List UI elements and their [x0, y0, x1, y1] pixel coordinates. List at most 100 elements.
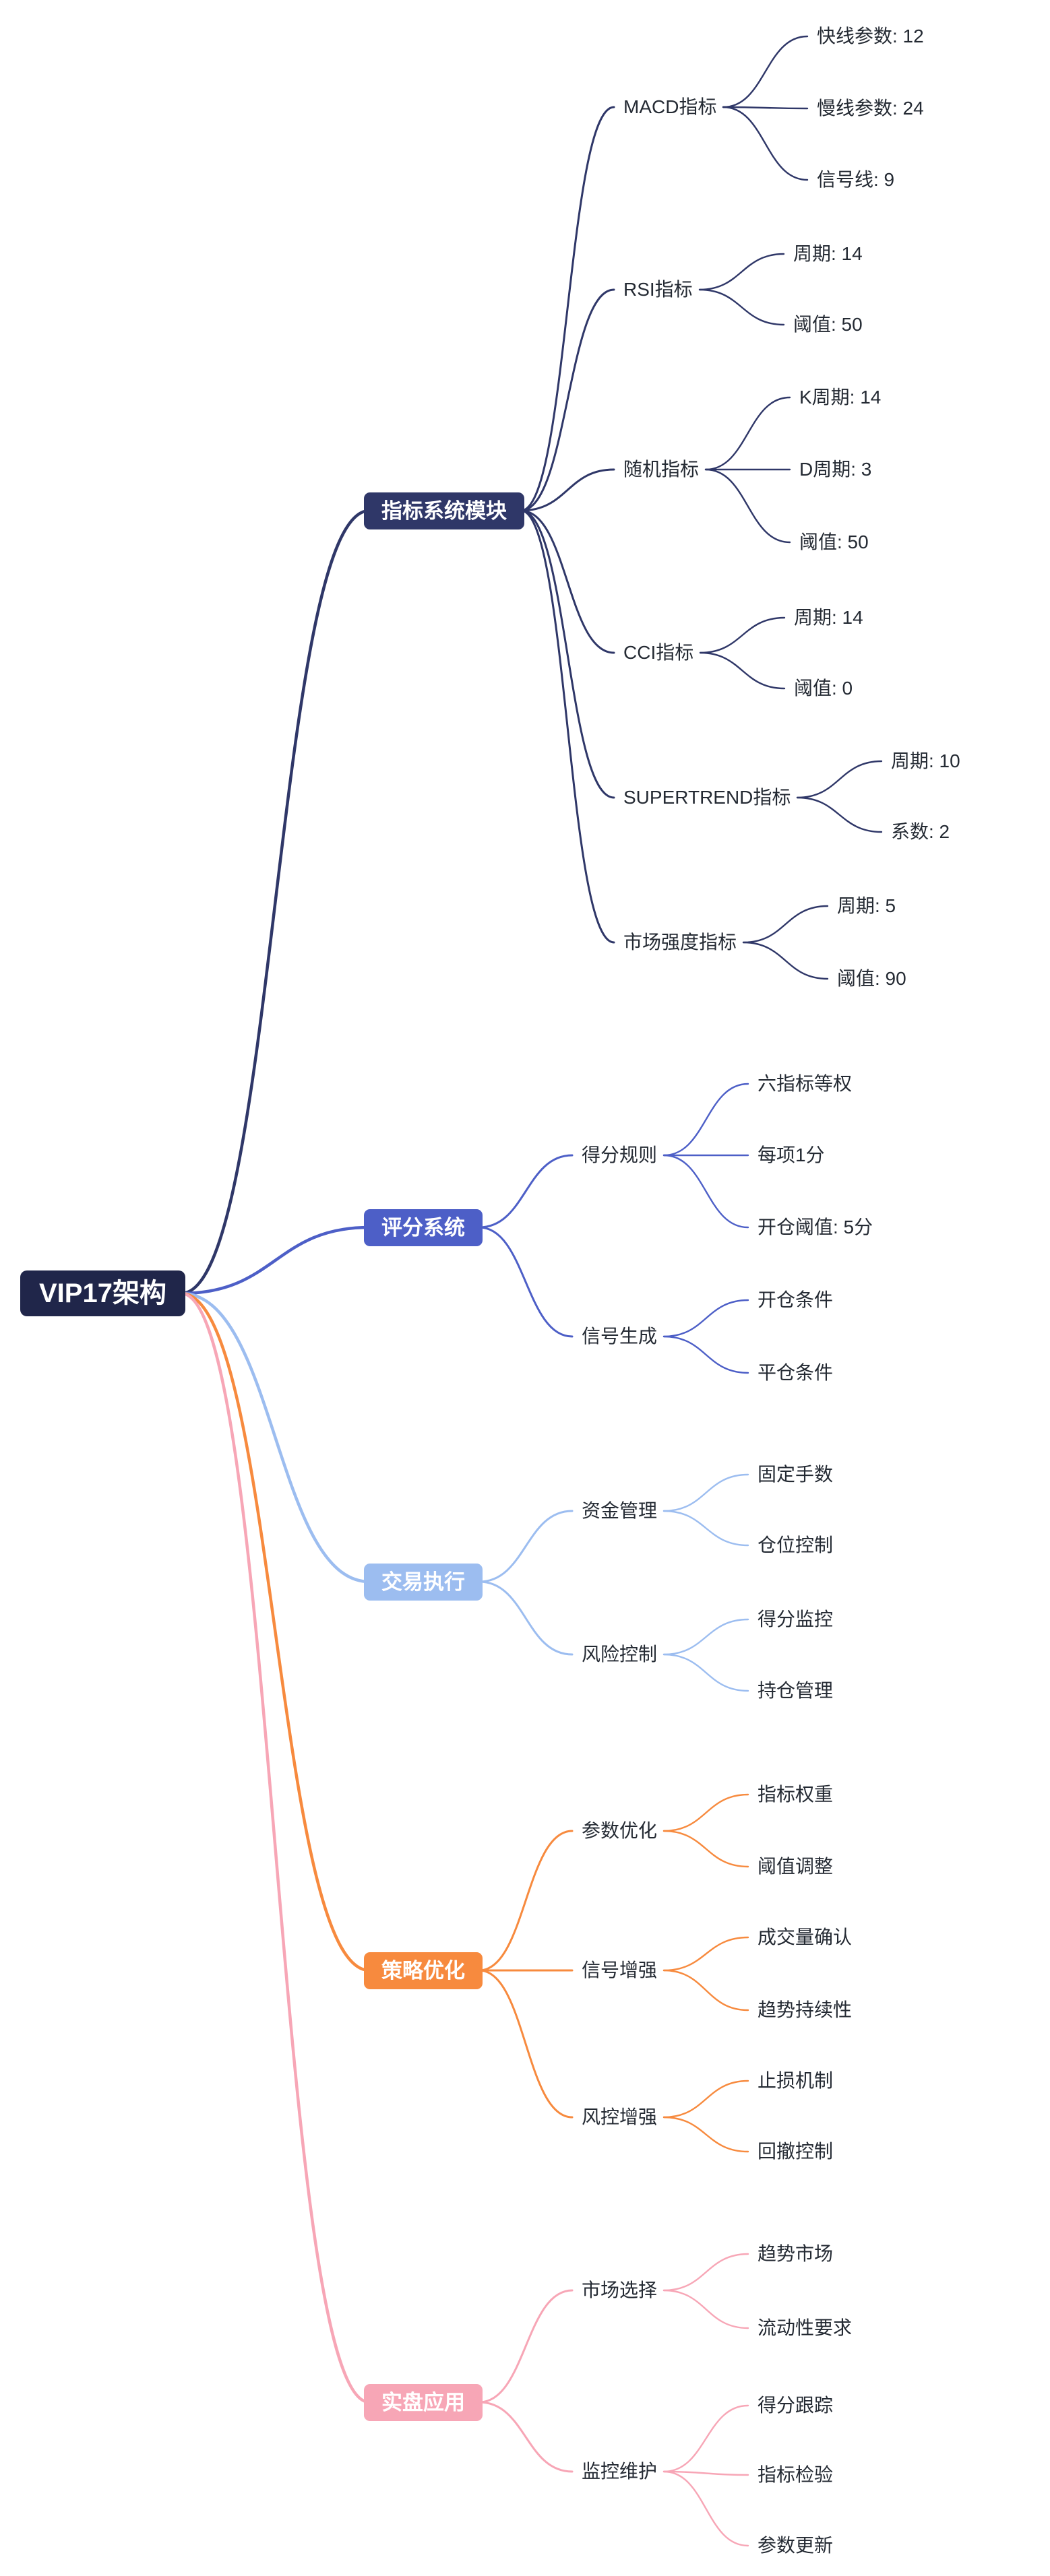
connector-edge	[662, 2404, 749, 2473]
main-topic-node[interactable]: 指标系统模块	[364, 492, 524, 529]
subtopic-node[interactable]: 风险控制	[582, 1644, 658, 1665]
leaf-node[interactable]: 回撤控制	[758, 2141, 834, 2162]
leaf-node[interactable]: 指标权重	[758, 1784, 834, 1805]
leaf-node[interactable]: 快线参数: 12	[817, 26, 924, 46]
connector-edge	[796, 760, 883, 799]
connector-edge	[520, 509, 615, 944]
connector-edge	[478, 1969, 574, 2119]
leaf-node[interactable]: 系数: 2	[891, 821, 950, 842]
leaf-node[interactable]: 信号线: 9	[817, 169, 895, 190]
leaf-node[interactable]: 周期: 14	[794, 607, 863, 628]
connector-edge	[742, 941, 829, 980]
connector-edge	[478, 1154, 574, 1229]
leaf-node[interactable]: K周期: 14	[799, 387, 882, 408]
connector-edge	[478, 1510, 574, 1583]
leaf-node[interactable]: 得分跟踪	[758, 2395, 834, 2416]
connector-edge	[179, 509, 371, 1295]
leaf-node[interactable]: 每项1分	[758, 1145, 825, 1165]
connector-edge	[662, 2116, 749, 2153]
connector-edge	[179, 1291, 371, 1972]
subtopic-node[interactable]: 市场选择	[582, 2280, 658, 2300]
connector-edge	[698, 253, 785, 291]
connector-edge	[662, 2470, 749, 2476]
leaf-node[interactable]: 参数更新	[758, 2535, 834, 2556]
connector-edge	[179, 1291, 371, 1584]
connector-edge	[179, 1291, 371, 2404]
leaf-node[interactable]: 慢线参数: 24	[817, 98, 924, 119]
main-topic-node[interactable]: 交易执行	[364, 1564, 483, 1601]
connector-edge	[722, 106, 809, 181]
connector-edge	[699, 616, 786, 654]
connector-edge	[698, 288, 785, 326]
connector-edge	[520, 106, 615, 512]
connector-edge	[662, 1510, 749, 1547]
leaf-node[interactable]: 流动性要求	[758, 2317, 853, 2338]
leaf-node[interactable]: 趋势市场	[758, 2243, 834, 2264]
leaf-node[interactable]: 周期: 10	[891, 750, 960, 771]
leaf-node[interactable]: D周期: 3	[799, 459, 872, 480]
leaf-node[interactable]: 阈值: 50	[793, 314, 863, 335]
leaf-node[interactable]: 周期: 5	[837, 895, 896, 916]
main-topic-node[interactable]: 评分系统	[364, 1209, 483, 1246]
leaf-node[interactable]: 固定手数	[758, 1464, 834, 1485]
connector-edge	[179, 1225, 371, 1295]
leaf-node[interactable]: 开仓阈值: 5分	[758, 1217, 873, 1237]
connector-edge	[722, 35, 809, 108]
leaf-node[interactable]: 成交量确认	[758, 1927, 853, 1947]
leaf-node[interactable]: 止损机制	[758, 2070, 834, 2091]
connector-edge	[742, 905, 829, 944]
connector-edge	[520, 468, 615, 512]
leaf-node[interactable]: 趋势持续性	[758, 1999, 853, 2020]
connector-edge	[662, 1299, 749, 1338]
leaf-node[interactable]: 平仓条件	[758, 1362, 834, 1383]
leaf-node[interactable]: 六指标等权	[758, 1073, 853, 1094]
subtopic-node[interactable]: 信号生成	[582, 1326, 658, 1347]
main-topic-node[interactable]: 实盘应用	[364, 2384, 483, 2421]
subtopic-node[interactable]: 随机指标	[623, 459, 700, 480]
root-topic-node[interactable]: VIP17架构	[20, 1270, 185, 1316]
connector-edge	[520, 509, 615, 654]
subtopic-node[interactable]: MACD指标	[623, 96, 717, 117]
connector-edge	[478, 2401, 574, 2473]
subtopic-node[interactable]: 市场强度指标	[623, 932, 737, 953]
connector-edge	[662, 1335, 749, 1374]
connector-edge	[662, 1154, 749, 1229]
leaf-node[interactable]: 持仓管理	[758, 1680, 834, 1701]
connector-edge	[662, 1083, 749, 1157]
connector-edge	[478, 1226, 574, 1338]
connector-edge	[662, 2289, 749, 2329]
leaf-node[interactable]: 开仓条件	[758, 1289, 834, 1310]
subtopic-node[interactable]: CCI指标	[623, 642, 694, 663]
subtopic-node[interactable]: 参数优化	[582, 1820, 658, 1841]
connector-edge	[520, 509, 615, 799]
leaf-node[interactable]: 阈值: 0	[794, 678, 853, 699]
connector-edge	[662, 2470, 749, 2547]
leaf-node[interactable]: 阈值: 50	[799, 532, 869, 552]
leaf-node[interactable]: 周期: 14	[793, 243, 863, 264]
connector-edge	[662, 1653, 749, 1692]
connector-edge	[704, 468, 791, 544]
connector-edge	[662, 2080, 749, 2119]
connector-edge	[699, 651, 786, 690]
leaf-node[interactable]: 得分监控	[758, 1609, 834, 1630]
subtopic-node[interactable]: 资金管理	[582, 1500, 658, 1521]
connector-edge	[662, 1936, 749, 1972]
subtopic-node[interactable]: 信号增强	[582, 1960, 658, 1981]
connector-edge	[478, 1830, 574, 1972]
connector-edge	[662, 1969, 749, 2011]
subtopic-node[interactable]: SUPERTREND指标	[623, 787, 791, 808]
subtopic-node[interactable]: 得分规则	[582, 1145, 658, 1165]
leaf-node[interactable]: 指标检验	[758, 2464, 834, 2485]
subtopic-node[interactable]: RSI指标	[623, 279, 693, 300]
connector-edge	[478, 2289, 574, 2404]
subtopic-node[interactable]: 风控增强	[582, 2106, 658, 2127]
main-topic-node[interactable]: 策略优化	[364, 1952, 483, 1989]
subtopic-node[interactable]: 监控维护	[582, 2461, 658, 2482]
leaf-node[interactable]: 阈值: 90	[837, 968, 906, 989]
leaf-node[interactable]: 仓位控制	[758, 1535, 834, 1555]
connector-edge	[662, 2253, 749, 2292]
connector-edge	[662, 1473, 749, 1512]
leaf-node[interactable]: 阈值调整	[758, 1856, 834, 1877]
connector-edge	[662, 1793, 749, 1832]
